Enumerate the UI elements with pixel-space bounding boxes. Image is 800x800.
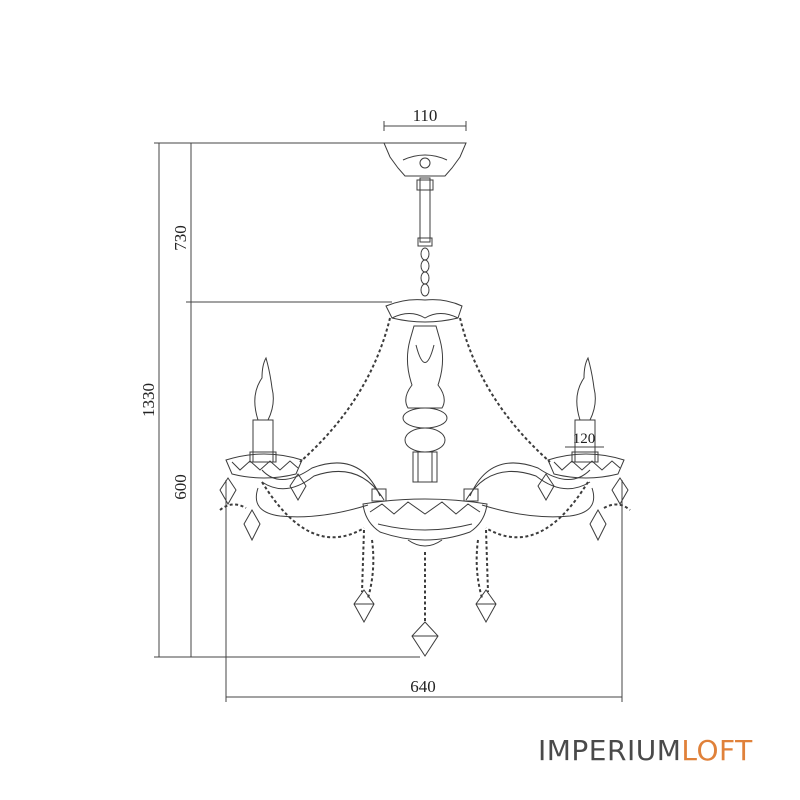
right-candle bbox=[547, 356, 625, 479]
chandelier-outline bbox=[219, 142, 631, 657]
ceiling-canopy bbox=[383, 142, 467, 177]
dimension-labels: 110 730 1330 600 120 640 bbox=[139, 106, 595, 696]
dim-top-width: 110 bbox=[413, 106, 438, 125]
crystal-swags bbox=[219, 317, 631, 622]
dim-upper-height: 730 bbox=[171, 225, 190, 251]
dim-overall-width: 640 bbox=[410, 677, 436, 696]
brand-logo: IMPERIUMLOFT bbox=[538, 734, 753, 767]
ceiling-rod bbox=[419, 177, 431, 243]
dim-candle-width: 120 bbox=[573, 431, 596, 447]
top-crown bbox=[385, 299, 463, 323]
pendant-crystals bbox=[219, 473, 629, 657]
right-arm bbox=[465, 462, 591, 501]
brand-part-1: IMPERIUM bbox=[538, 734, 682, 767]
central-column bbox=[405, 325, 445, 409]
dimension-lines bbox=[154, 121, 623, 702]
central-bowl bbox=[362, 498, 488, 541]
left-arm bbox=[261, 462, 385, 501]
dim-lower-height: 600 bbox=[171, 474, 190, 500]
chain bbox=[420, 247, 430, 297]
dim-total-height: 1330 bbox=[139, 383, 158, 417]
left-candle bbox=[225, 356, 303, 479]
brand-part-2: LOFT bbox=[681, 734, 753, 767]
